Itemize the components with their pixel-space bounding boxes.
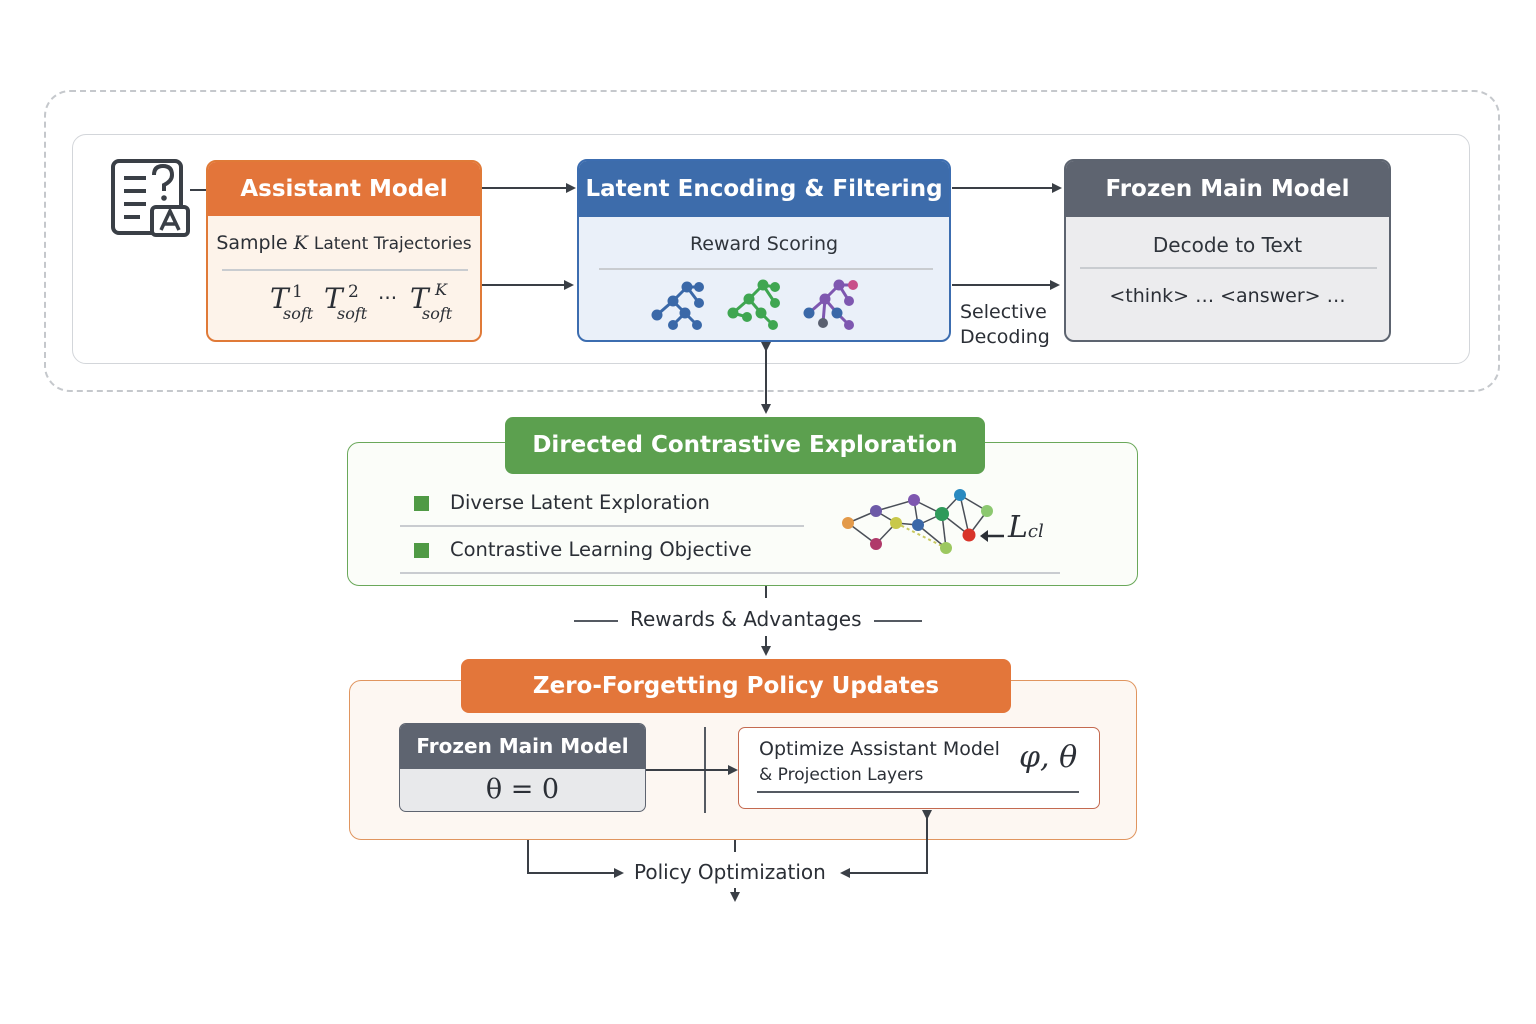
exploration-divider-1 xyxy=(400,525,804,527)
assistant-model-title: Assistant Model xyxy=(208,162,480,216)
frozen-main-model-card: Frozen Main Model Decode to Text <think>… xyxy=(1064,159,1391,342)
optimize-assistant-card: Optimize Assistant Model & Projection La… xyxy=(738,727,1100,809)
loss-label: Lcl xyxy=(1008,510,1044,545)
exploration-divider-2 xyxy=(400,572,1060,574)
exploration-title: Directed Contrastive Exploration xyxy=(505,417,985,474)
traj-k-sub: soft xyxy=(422,304,453,323)
traj-2-sup: 2 xyxy=(348,282,359,302)
policy-to-optimization-left-arrow xyxy=(527,840,624,878)
optimize-line-1: Optimize Assistant Model xyxy=(759,738,1000,760)
rewards-line-left xyxy=(574,620,618,622)
sample-suffix: Latent Trajectories xyxy=(313,234,472,254)
frozen-divider xyxy=(1080,267,1377,269)
traj-ellipsis: ··· xyxy=(378,286,398,310)
think-answer-output: <think> … <answer> … xyxy=(1109,285,1346,307)
traj-1-symbol: T xyxy=(270,282,289,315)
traj-k-sup: K xyxy=(435,280,447,299)
sample-latent-label: Sample K Latent Trajectories xyxy=(208,232,480,254)
sample-k-symbol: K xyxy=(293,232,308,254)
policy-optimization-label: Policy Optimization xyxy=(634,860,826,884)
latent-encoding-card: Latent Encoding & Filtering Reward Scori… xyxy=(577,159,951,342)
traj-1-sub: soft xyxy=(283,304,314,323)
rewards-line-right xyxy=(874,620,922,622)
frozen-main-model-title: Frozen Main Model xyxy=(1066,161,1389,217)
pipeline-outer-frame xyxy=(44,90,1500,392)
assistant-divider xyxy=(222,269,468,271)
selective-decoding-label: Selective Decoding xyxy=(960,301,1050,348)
latent-graphs xyxy=(651,279,858,330)
policy-title: Zero-Forgetting Policy Updates xyxy=(461,659,1011,713)
exploration-item-contrastive: Contrastive Learning Objective xyxy=(450,538,752,561)
latent-graph-blue xyxy=(651,281,704,330)
frozen-small-title: Frozen Main Model xyxy=(400,724,645,769)
optimize-underline xyxy=(757,791,1079,793)
traj-1-sup: 1 xyxy=(292,282,303,302)
rewards-advantages-label: Rewards & Advantages xyxy=(630,607,862,631)
optimization-to-optimize-right-arrow xyxy=(840,810,932,878)
latent-divider xyxy=(599,268,933,270)
theta-equation: θ = 0 xyxy=(485,774,560,805)
decode-to-text-label: Decode to Text xyxy=(1152,233,1303,257)
contrastive-graph-icon xyxy=(842,489,993,554)
loss-symbol: L xyxy=(1008,510,1028,545)
bullet-square-icon xyxy=(414,496,429,511)
reward-scoring-label: Reward Scoring xyxy=(689,233,839,255)
traj-k-symbol: T xyxy=(410,282,429,315)
traj-2-sub: soft xyxy=(337,304,368,323)
bullet-square-icon xyxy=(414,543,429,558)
question-document-icon xyxy=(111,159,190,237)
loss-arrow-icon xyxy=(980,530,1004,542)
exploration-item-diverse: Diverse Latent Exploration xyxy=(450,491,710,514)
optimize-line-2: & Projection Layers xyxy=(759,765,924,785)
latent-graph-purple xyxy=(803,279,858,330)
latent-graph-green xyxy=(727,279,780,330)
latent-encoding-title: Latent Encoding & Filtering xyxy=(579,161,949,217)
traj-2-symbol: T xyxy=(324,282,343,315)
optimize-params: φ, θ xyxy=(1019,740,1078,775)
soft-trajectories: T 1 soft T 2 soft ··· T K soft xyxy=(270,280,480,330)
frozen-main-model-small-card: Frozen Main Model θ = 0 xyxy=(399,723,646,812)
loss-subscript: cl xyxy=(1027,521,1044,542)
assistant-model-card: Assistant Model Sample K Latent Trajecto… xyxy=(206,160,482,342)
sample-prefix: Sample xyxy=(216,232,288,254)
